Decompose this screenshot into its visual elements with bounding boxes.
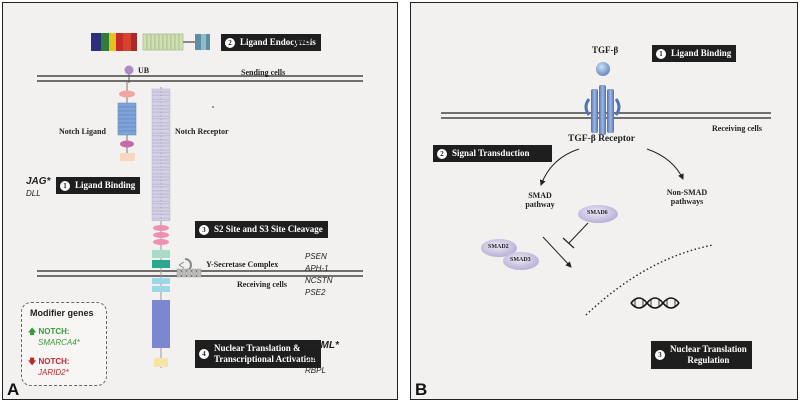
gamma-secretase-label: Y-Secretase Complex	[206, 260, 279, 269]
smad-pathway-line1: SMAD	[528, 191, 552, 200]
modifier-down-row: 🡇 NOTCH:	[28, 356, 70, 370]
callout-nuclear-translation: 4 Nuclear Translation &Transcriptional A…	[195, 340, 321, 368]
gene-maml: MAML*	[305, 340, 339, 351]
ub-label: UB	[138, 66, 150, 75]
modifier-up-row: 🡅 NOTCH:	[28, 326, 70, 340]
sending-cells-label: Sending cells	[241, 68, 286, 77]
arrow-down-icon: 🡇	[28, 357, 37, 366]
receiving-cells-b-label: Receiving cells	[712, 124, 762, 133]
gene-rbpl: RBPL	[305, 366, 326, 375]
smad6-blob	[578, 205, 618, 223]
smad-pathway-line2: pathway	[525, 200, 555, 209]
smad2-blob	[481, 239, 517, 257]
nuclear-envelope	[585, 244, 714, 316]
tgf-beta-label: TGF-β	[592, 45, 619, 55]
modifier-up-label: NOTCH:	[38, 327, 70, 336]
gene-psen: PSEN	[305, 252, 327, 261]
modifier-down-label: NOTCH:	[38, 357, 70, 366]
tgf-beta-ligand	[596, 62, 610, 76]
panel-b: TGF-β TGF-β Receptor Receiving cells SMA…	[410, 2, 798, 400]
notch-receptor-label: Notch Receptor	[175, 127, 229, 136]
gamma-secretase-complex	[176, 258, 202, 278]
notch-ligand	[117, 81, 137, 161]
gene-ncstn: NCSTN	[305, 276, 333, 285]
gene-csl: CSL	[305, 354, 321, 363]
panel-letter-b: B	[415, 380, 428, 399]
notch-ligand-label: Notch Ligand	[59, 127, 106, 136]
non-smad-pathway-label: Non-SMAD pathways	[659, 188, 715, 206]
gene-pse2: PSE2	[305, 288, 326, 297]
modifier-up-gene: SMARCA4*	[38, 338, 80, 347]
tgf-beta-receptor	[584, 85, 621, 135]
non-smad-line2: pathways	[670, 197, 704, 206]
tgf-receptor-label: TGF-β Receptor	[568, 134, 635, 144]
ligand-domain-strip	[91, 33, 210, 51]
modifier-genes-box: Modifier genes 🡅 NOTCH: SMARCA4* 🡇 NOTCH…	[21, 302, 107, 386]
gene-jag: JAG*	[26, 176, 51, 187]
arrow-smad-to-nucleus	[542, 236, 572, 268]
sending-membrane	[37, 75, 363, 82]
smad6-label: SMAD6	[587, 210, 608, 216]
smad-pathway-label: SMAD pathway	[515, 191, 565, 209]
dna-helix-icon	[630, 297, 680, 309]
notch-receptor	[151, 87, 171, 368]
gene-dll: DLL	[26, 189, 41, 198]
ubiquitin-marker	[124, 65, 134, 75]
arrow-to-non-smad	[646, 148, 684, 180]
panel-letter-a: A	[7, 380, 20, 399]
smad2-label: SMAD2	[488, 244, 509, 250]
notch-pathway-diagram	[37, 33, 363, 368]
panel-a: Sending cells Receiving cells UB Notch L…	[2, 2, 398, 400]
gene-mib: MIB*	[293, 36, 316, 47]
arrow-up-icon: 🡅	[28, 327, 37, 336]
non-smad-line1: Non-SMAD	[666, 188, 708, 197]
modifier-down-gene: JARID2*	[38, 368, 69, 377]
gene-aph1: APH-1	[305, 264, 329, 273]
smad3-label: SMAD3	[510, 257, 531, 263]
receiving-cells-label: Receiving cells	[237, 280, 287, 289]
tgf-beta-pathway-diagram	[441, 62, 771, 316]
smad6-inhibition-line	[568, 222, 589, 244]
modifier-title: Modifier genes	[30, 308, 94, 318]
smad3-blob	[503, 252, 539, 270]
arrow-to-smad	[539, 148, 580, 186]
